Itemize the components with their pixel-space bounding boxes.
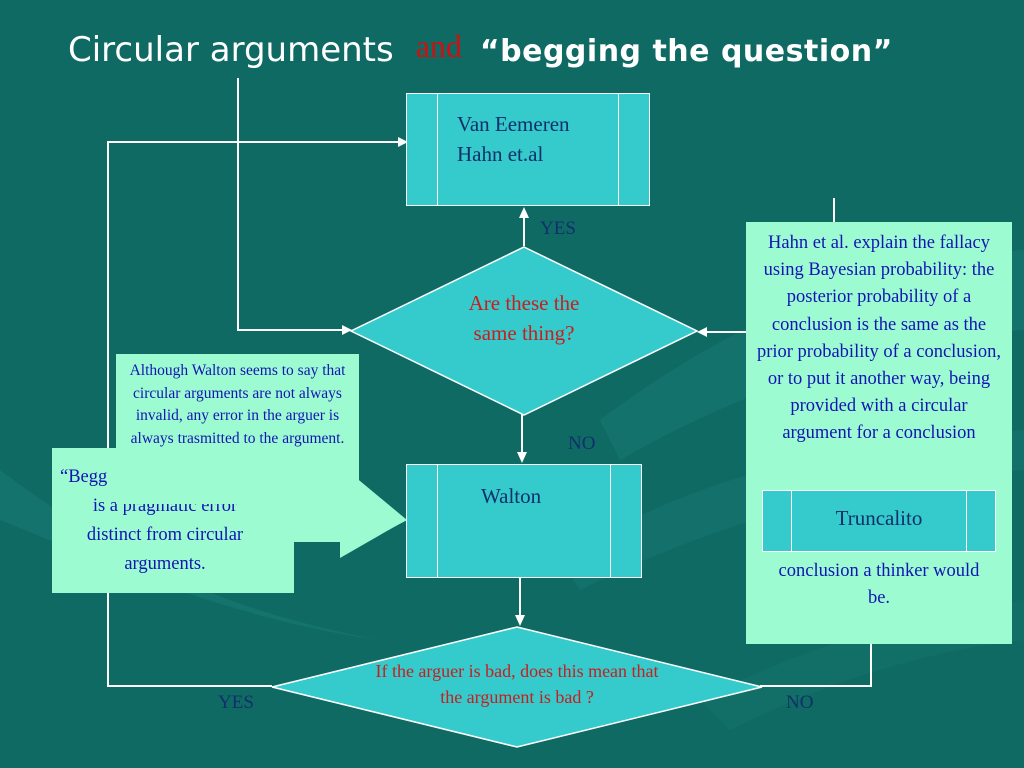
process-box-truncalito: Truncalito <box>762 490 996 552</box>
label-yes-top: YES <box>540 218 576 239</box>
process-box-left-bar <box>791 491 792 551</box>
note-hahn-lower-text: conclusion a thinker would be. <box>778 561 980 609</box>
process-box-right-bar <box>966 491 967 551</box>
title-begging-the-question: “begging the question” <box>479 34 893 69</box>
connector-title-to-decision <box>237 78 345 331</box>
arrowhead-decision-left <box>342 325 352 335</box>
decision-same-thing <box>350 246 698 416</box>
note-begging-line3: distinct from circular arguments. <box>86 525 244 574</box>
note-walton-shape <box>116 354 366 514</box>
box-label-truncalito: Truncalito <box>835 506 923 530</box>
process-box-left-bar <box>437 94 438 205</box>
note-walton: Although Walton seems to say that circul… <box>116 354 359 504</box>
slide-title: Circular arguments and “begging the questi… <box>68 28 893 70</box>
arrowhead-walton-down <box>515 615 525 626</box>
box-label-hahn: Hahn et.al <box>457 142 544 166</box>
box-label-walton: Walton <box>481 484 542 508</box>
label-no-bottom: NO <box>786 692 814 713</box>
arrowhead-no-down <box>517 452 527 463</box>
arrowhead-yes-up <box>519 207 529 218</box>
process-box-right-bar <box>610 465 611 577</box>
process-box-van-eemeren: Van Eemeren Hahn et.al <box>406 93 650 206</box>
note-walton-text: Although Walton seems to say that circul… <box>129 362 346 447</box>
note-hahn-upper-text: Hahn et al. explain the fallacy using Ba… <box>756 233 1002 444</box>
note-hahn: Hahn et al. explain the fallacy using Ba… <box>746 222 1012 644</box>
process-box-left-bar <box>437 465 438 577</box>
arrowhead-top-box <box>398 137 408 147</box>
title-and: and <box>415 28 462 64</box>
note-walton-pointer <box>290 500 406 558</box>
arrowhead-decision-right <box>697 327 707 337</box>
connector-yes-loop <box>107 141 400 687</box>
process-box-walton: Walton <box>406 464 642 578</box>
note-hahn-upper-clip: Hahn et al. explain the fallacy using Ba… <box>754 230 1004 492</box>
decision-arguer-bad <box>271 626 763 748</box>
box-label-van-eemeren: Van Eemeren <box>457 112 570 136</box>
connector-no-loop <box>760 640 872 687</box>
title-circular-arguments: Circular arguments <box>68 30 394 70</box>
label-no-middle: NO <box>568 433 596 454</box>
decision-same-thing-text: Are these the same thing? <box>468 291 580 345</box>
decision-arguer-bad-text: If the arguer is bad, does this mean tha… <box>375 661 659 707</box>
label-yes-bottom: YES <box>218 692 254 713</box>
process-box-right-bar <box>618 94 619 205</box>
note-begging-line1: “Begg <box>60 467 108 487</box>
